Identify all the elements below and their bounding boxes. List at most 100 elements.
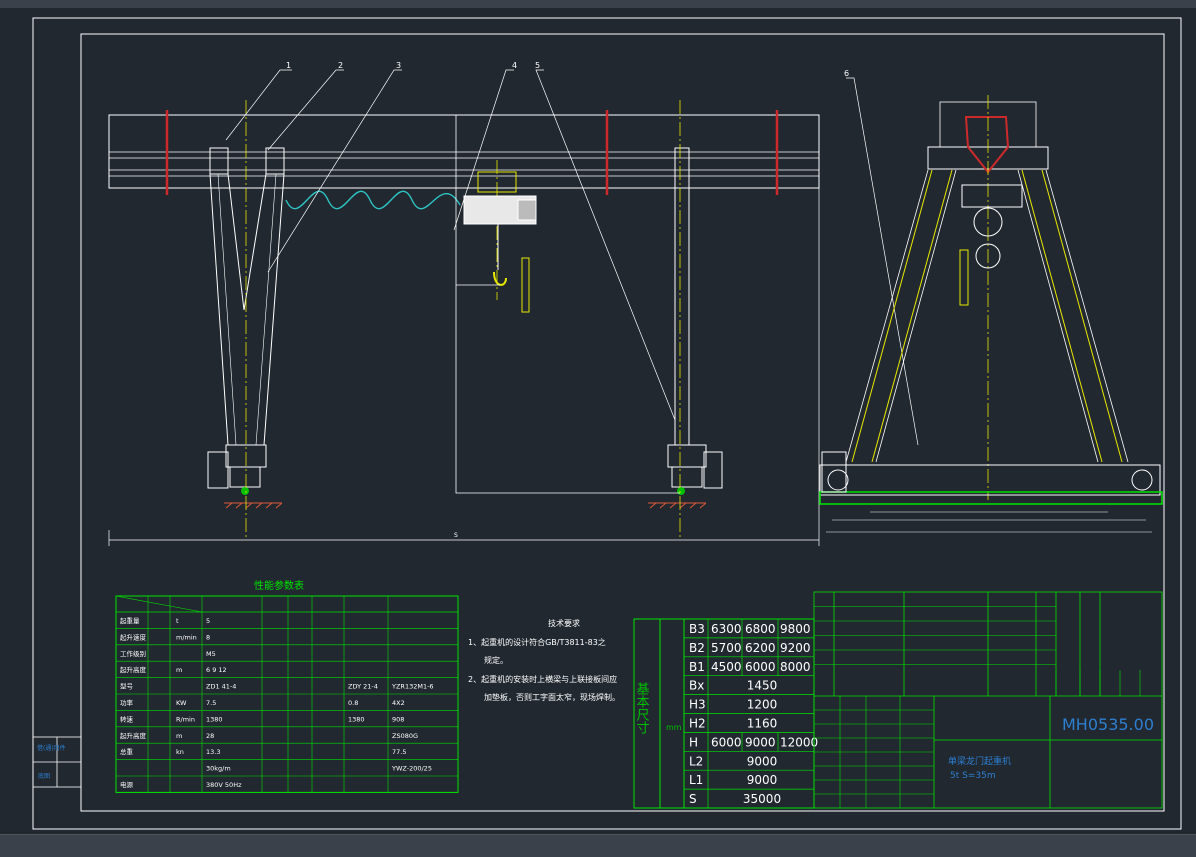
- perf-cell: 908: [392, 715, 404, 723]
- dims-row-value: 4500: [711, 660, 742, 674]
- dims-row-value: 6000: [745, 660, 776, 674]
- perf-cell: 0.8: [348, 699, 358, 707]
- main-girder: [108, 114, 820, 189]
- dims-row-label: B1: [689, 660, 705, 674]
- tech-req-line-2: 规定。: [484, 655, 508, 665]
- perf-cell: YWZ-200/25: [391, 765, 432, 773]
- dims-row-label: H2: [689, 717, 706, 731]
- sheet-inner-frame: [80, 33, 1165, 812]
- cable-festoon: [285, 190, 461, 210]
- ground-rail: [819, 491, 1163, 505]
- dims-row-value: 1450: [747, 679, 778, 693]
- balloon-3: 3: [396, 61, 401, 70]
- span-label: S: [454, 532, 458, 539]
- dims-row-value: 6000: [711, 735, 742, 749]
- left-leg: [207, 147, 285, 495]
- leader-lines: [225, 69, 919, 446]
- side-label-1: 借(通)用件: [37, 744, 66, 752]
- perf-cell: 1380: [206, 715, 223, 723]
- span-dimension: [108, 188, 820, 546]
- perf-cell: 起升高度: [120, 665, 147, 674]
- rail-markers: [165, 110, 779, 195]
- front-centerlines: [245, 100, 681, 540]
- drawing-number: MH0535.00: [1062, 715, 1154, 734]
- perf-cell: ZDY 21-4: [348, 683, 378, 691]
- dims-header: 基本尺寸: [634, 682, 650, 734]
- clearance-outline: [455, 115, 680, 494]
- dims-row-value: 5700: [711, 641, 742, 655]
- perf-cell: kn: [176, 748, 184, 756]
- perf-cell: 8: [206, 633, 210, 641]
- perf-cell: R/min: [176, 715, 195, 723]
- perf-cell: ZD1 41-4: [206, 683, 236, 691]
- dims-row-value: 8000: [780, 660, 811, 674]
- side-hoist: [959, 184, 1023, 306]
- balloon-6: 6: [844, 69, 849, 78]
- perf-cell: 起升速度: [120, 632, 147, 641]
- perf-cell: 6 9 12: [206, 666, 227, 674]
- perf-cell: 77.5: [392, 748, 406, 756]
- perf-table-title: 性能参数表: [254, 579, 304, 592]
- dims-row-label: B2: [689, 641, 705, 655]
- tech-req-title: 技术要求: [548, 618, 580, 628]
- left-margin-block: 借(通)用件 底图: [32, 736, 82, 788]
- dims-row-value: 9000: [747, 754, 778, 768]
- side-label-2: 底图: [38, 772, 50, 780]
- perf-cell: 5: [206, 617, 210, 625]
- side-dimensions: [826, 511, 1152, 533]
- cad-drawing: 借(通)用件 底图: [32, 17, 1182, 830]
- perf-cell: t: [176, 617, 179, 625]
- electric-hoist: [463, 171, 537, 313]
- perf-cell: 电源: [120, 780, 134, 789]
- perf-cell: ZS080G: [392, 732, 418, 740]
- perf-cell: 起重量: [120, 617, 140, 625]
- dims-row-label: L1: [689, 773, 703, 787]
- perf-cell: m/min: [176, 633, 197, 641]
- dims-row-value: 6800: [745, 622, 776, 636]
- dims-row-value: 6300: [711, 622, 742, 636]
- perf-cell: 30kg/m: [206, 765, 231, 773]
- machine-spec: 5t S=35m: [950, 771, 996, 781]
- sheet-outer-frame: [32, 17, 1182, 830]
- dims-row-value: 35000: [743, 792, 781, 806]
- dims-row-value: 1200: [747, 698, 778, 712]
- perf-cell: 28: [206, 732, 214, 740]
- perf-cell: 总重: [120, 747, 134, 756]
- dims-row-value: 9800: [780, 622, 811, 636]
- technical-requirements: 技术要求 1、起重机的设计符合GB/T3811-83之 规定。 2、起重机的安装…: [468, 618, 620, 702]
- right-leg: [667, 147, 723, 495]
- tech-req-line-4: 加垫板，否则工字面太窄，现场焊制。: [484, 692, 620, 702]
- dims-unit: mm: [666, 723, 682, 732]
- balloon-labels: 1 2 3 4 5 6: [286, 61, 849, 78]
- perf-cell: KW: [176, 699, 187, 707]
- perf-cell: 1380: [348, 715, 365, 723]
- perf-cell: m: [176, 732, 182, 740]
- perf-cell: 转速: [120, 714, 134, 723]
- end-carriage-bracket: [964, 116, 1010, 174]
- side-view: [819, 95, 1163, 533]
- dims-row-value: 1160: [747, 717, 778, 731]
- perf-cell: m: [176, 666, 182, 674]
- perf-cell: 380V 50Hz: [206, 781, 242, 789]
- tech-req-line-3: 2、起重机的安装时上横梁与上联接板间应: [468, 674, 617, 684]
- cad-viewport[interactable]: 借(通)用件 底图: [0, 8, 1196, 834]
- tech-req-line-1: 1、起重机的设计符合GB/T3811-83之: [468, 637, 606, 647]
- dims-row-value: 12000: [780, 735, 818, 749]
- perf-cell: 7.5: [206, 699, 216, 707]
- perf-cell: 工作级别: [120, 649, 146, 658]
- perf-cell: 功率: [120, 698, 134, 707]
- app-status-bar: [0, 834, 1196, 857]
- machine-name: 单梁龙门起重机: [948, 755, 1011, 767]
- balloon-2: 2: [338, 61, 343, 70]
- dims-row-label: H3: [689, 698, 706, 712]
- perf-cell: 4X2: [392, 699, 405, 707]
- balloon-1: 1: [286, 61, 291, 70]
- dims-row-value: 9000: [745, 735, 776, 749]
- dims-row-value: 6200: [745, 641, 776, 655]
- perf-cell: YZR132M1-6: [391, 683, 434, 691]
- ground-hatch: [224, 502, 707, 509]
- perf-cell: 型号: [120, 682, 134, 691]
- dims-row-value: 9000: [747, 773, 778, 787]
- balloon-4: 4: [512, 61, 517, 70]
